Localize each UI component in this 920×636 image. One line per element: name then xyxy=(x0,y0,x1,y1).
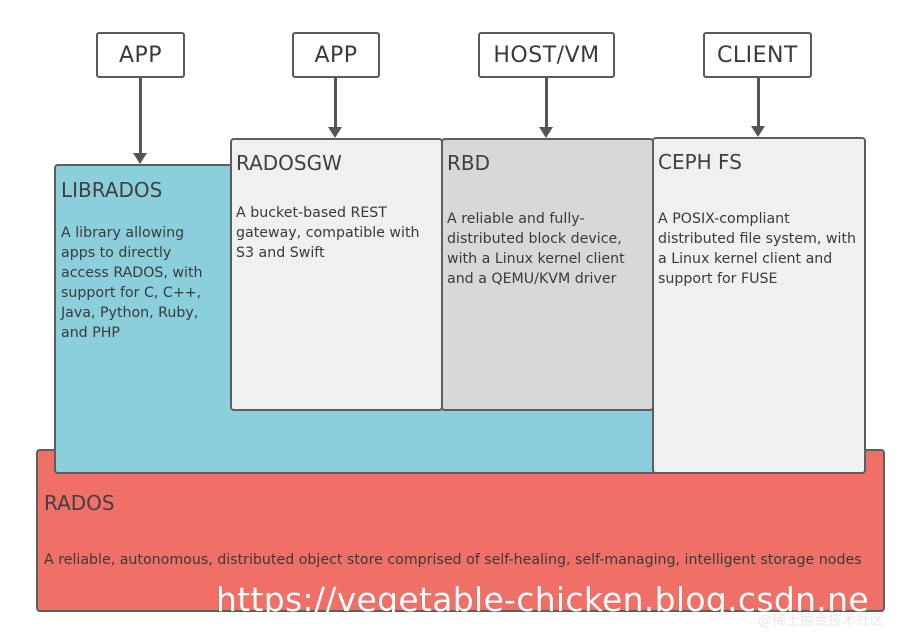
radosgw-title: RADOSGW xyxy=(236,151,342,175)
arrow-head-radosgw xyxy=(328,127,342,138)
rbd-description: A reliable and fully-distributed block d… xyxy=(447,211,625,287)
cephfs-title: CEPH FS xyxy=(658,150,742,174)
client-app-librados: APP xyxy=(96,32,185,78)
cephfs-box: CEPH FS A POSIX-compliant distributed fi… xyxy=(652,137,866,474)
radosgw-box: RADOSGW A bucket-based REST gateway, com… xyxy=(230,138,443,411)
rados-layer: RADOS A reliable, autonomous, distribute… xyxy=(36,449,885,612)
arrow-head-librados xyxy=(133,153,147,164)
client-app-radosgw: APP xyxy=(292,32,380,78)
rados-description: A reliable, autonomous, distributed obje… xyxy=(44,552,862,568)
radosgw-description: A bucket-based REST gateway, compatible … xyxy=(236,205,420,261)
rbd-title: RBD xyxy=(447,151,491,175)
cephfs-description: A POSIX-compliant distributed file syste… xyxy=(658,211,857,287)
rados-title: RADOS xyxy=(44,491,115,515)
arrow-app-to-radosgw xyxy=(334,78,337,128)
librados-title: LIBRADOS xyxy=(61,178,163,202)
arrow-host-to-rbd xyxy=(545,78,548,128)
arrow-client-to-cephfs xyxy=(757,78,760,127)
watermark-credit: @稀土掘金技术社区 xyxy=(758,613,884,629)
arrow-head-cephfs xyxy=(751,126,765,137)
client-host-vm: HOST/VM xyxy=(478,32,615,78)
client-client: CLIENT xyxy=(703,32,812,78)
librados-description: A library allowing apps to directly acce… xyxy=(61,225,203,341)
rbd-box: RBD A reliable and fully-distributed blo… xyxy=(441,138,654,411)
arrow-app-to-librados xyxy=(139,78,142,154)
watermark-url: https://vegetable-chicken.blog.csdn.ne xyxy=(216,580,869,619)
arrow-head-rbd xyxy=(539,127,553,138)
